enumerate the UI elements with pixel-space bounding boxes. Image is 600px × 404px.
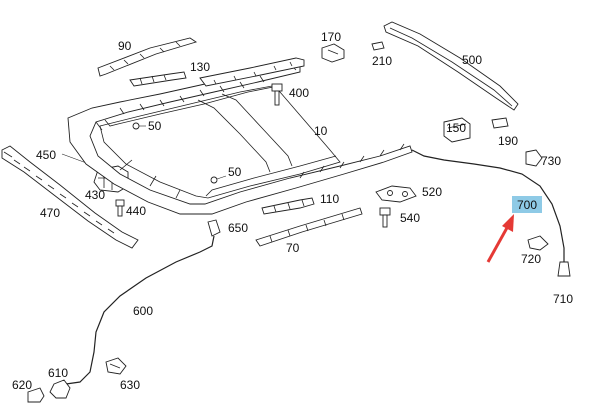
label-520: 520 — [422, 185, 442, 199]
part-440-bolt — [115, 199, 125, 217]
label-130: 130 — [190, 60, 210, 74]
part-630-clip — [105, 357, 127, 375]
part-210-clip — [371, 41, 385, 51]
part-110-guide — [261, 197, 315, 215]
part-520-bracket — [375, 185, 417, 203]
label-620: 620 — [12, 378, 32, 392]
label-170: 170 — [321, 30, 341, 44]
part-700-drain-hose — [411, 149, 571, 277]
label-50a: 50 — [148, 119, 162, 133]
part-720-holder — [527, 235, 549, 251]
label-400: 400 — [289, 86, 309, 100]
part-400-bolt — [271, 83, 283, 106]
highlight-box-700 — [512, 196, 542, 213]
part-70-guide-rail — [255, 207, 363, 247]
part-730-clip — [525, 149, 543, 167]
label-50b: 50 — [228, 165, 242, 179]
part-600-drain-hose — [65, 235, 215, 385]
label-440: 440 — [126, 204, 146, 218]
part-90-guide-rail — [97, 37, 198, 77]
label-650: 650 — [228, 221, 248, 235]
part-170-bracket — [321, 43, 345, 63]
label-720: 720 — [521, 252, 541, 266]
part-50-screw-b — [210, 175, 227, 184]
label-10: 10 — [314, 124, 328, 138]
part-470-seal-strip — [1, 145, 139, 249]
label-110: 110 — [320, 192, 339, 206]
part-610-valve — [49, 379, 71, 399]
label-710: 710 — [553, 292, 573, 306]
label-90: 90 — [118, 39, 132, 53]
label-190: 190 — [498, 134, 518, 148]
label-500: 500 — [462, 53, 482, 67]
label-470: 470 — [40, 206, 60, 220]
label-700: 700 — [517, 198, 537, 212]
part-50-screw-a — [132, 122, 146, 130]
part-130-guide-rail — [129, 71, 187, 87]
label-70: 70 — [286, 241, 300, 255]
part-front-rail-long — [199, 57, 305, 87]
part-500-rear-bar — [383, 21, 519, 111]
label-210: 210 — [372, 54, 392, 68]
label-610: 610 — [48, 366, 68, 380]
label-730: 730 — [541, 154, 561, 168]
label-430: 430 — [85, 188, 105, 202]
label-150: 150 — [446, 121, 466, 135]
part-150-block — [443, 117, 471, 143]
red-arrow-icon — [486, 214, 514, 263]
label-450: 450 — [36, 148, 56, 162]
part-540-bolt — [379, 207, 391, 228]
label-540: 540 — [400, 211, 420, 225]
part-620-cap — [27, 387, 45, 403]
part-190-clip — [491, 117, 509, 129]
label-600: 600 — [133, 304, 153, 318]
label-630: 630 — [120, 378, 140, 392]
part-650-fitting — [207, 219, 221, 237]
